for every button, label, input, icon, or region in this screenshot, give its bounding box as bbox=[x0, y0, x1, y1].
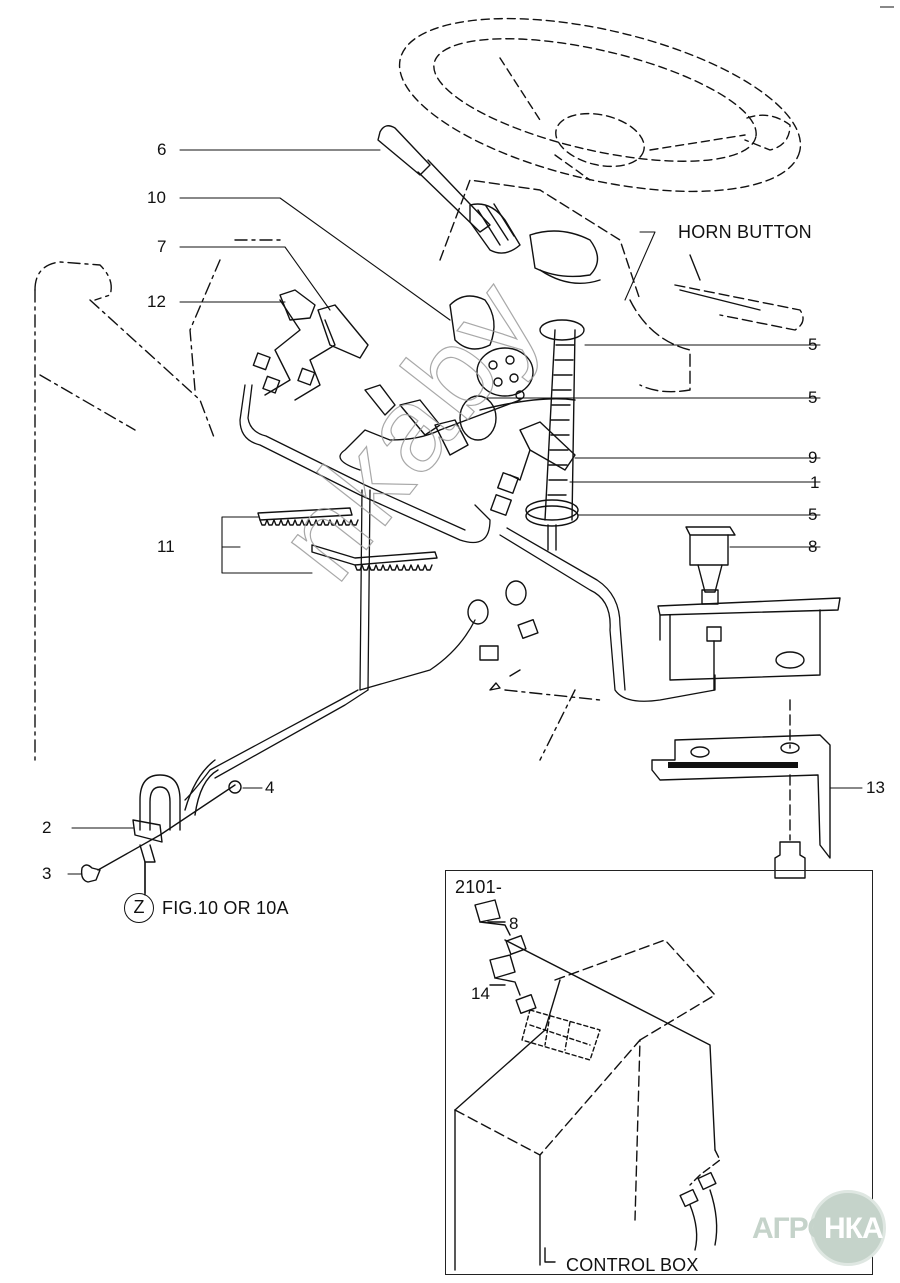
control-box-inset: 2101- 8 14 CONTROL BOX bbox=[445, 870, 873, 1275]
agronka-logo: АГРО НКА bbox=[752, 1190, 892, 1270]
harness-upper-branches bbox=[252, 289, 369, 401]
connector-10 bbox=[449, 295, 534, 400]
washer-5b bbox=[459, 395, 497, 441]
inset-callout-8: 8 bbox=[509, 914, 519, 933]
small-connectors bbox=[467, 580, 539, 691]
callout-2: 2 bbox=[42, 818, 52, 837]
logo-text-right: НКА bbox=[824, 1212, 884, 1245]
callout-8: 8 bbox=[808, 537, 818, 556]
callout-6: 6 bbox=[157, 140, 167, 159]
callout-10: 10 bbox=[147, 188, 166, 207]
vehicle-outline bbox=[34, 239, 601, 761]
control-box-inset-drawing bbox=[454, 899, 721, 1271]
callout-13: 13 bbox=[866, 778, 885, 797]
callout-4: 4 bbox=[265, 778, 275, 797]
callout-5-top: 5 bbox=[808, 335, 818, 354]
fig-reference-label: FIG.10 OR 10A bbox=[162, 898, 289, 918]
switch-panel-bracket bbox=[651, 526, 841, 879]
inset-callout-14: 14 bbox=[471, 984, 490, 1003]
switch-9 bbox=[490, 421, 576, 516]
callout-5-middle: 5 bbox=[808, 388, 818, 407]
callout-11: 11 bbox=[157, 537, 175, 556]
steering-column-shroud bbox=[439, 179, 804, 393]
callout-9: 9 bbox=[808, 448, 818, 467]
callout-12: 12 bbox=[147, 292, 166, 311]
harness-middle-connectors bbox=[364, 384, 576, 456]
column-spring bbox=[459, 319, 585, 551]
control-box-label: CONTROL BOX bbox=[566, 1255, 699, 1275]
logo-circle bbox=[810, 1190, 886, 1266]
callout-3: 3 bbox=[42, 864, 52, 883]
steering-wheel bbox=[398, 17, 802, 193]
horn-button-label: HORN BUTTON bbox=[678, 222, 812, 242]
connector-12 bbox=[279, 289, 316, 321]
logo-text-left: АГРО bbox=[752, 1212, 831, 1245]
corner-mark bbox=[880, 6, 894, 11]
connector-7 bbox=[317, 304, 369, 359]
callout-5-bottom: 5 bbox=[808, 505, 818, 524]
wiring-harness bbox=[184, 384, 716, 801]
turn-signal-lever bbox=[377, 125, 521, 254]
leader-lines bbox=[67, 149, 863, 875]
callout-1: 1 bbox=[810, 473, 820, 492]
callout-7: 7 bbox=[157, 237, 167, 256]
inset-serial-label: 2101- bbox=[455, 877, 503, 897]
harness-sockets-11 bbox=[257, 507, 438, 571]
fig-ref-circle: Z bbox=[124, 893, 154, 923]
